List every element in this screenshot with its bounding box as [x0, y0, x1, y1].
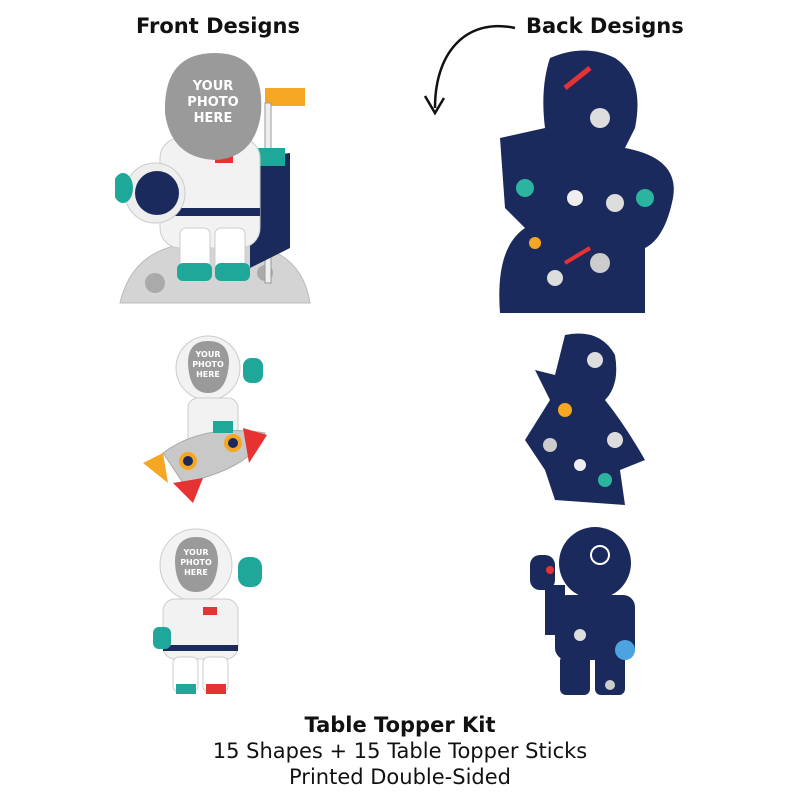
product-caption: Table Topper Kit 15 Shapes + 15 Table To…: [0, 712, 800, 790]
back-pattern-design-large: [499, 50, 674, 313]
back-pattern-design-waving: [530, 527, 635, 695]
photo-placeholder-text: HERE: [194, 111, 233, 126]
back-designs-heading: Back Designs: [526, 14, 684, 38]
curved-arrow-icon: [423, 24, 516, 116]
photo-placeholder-text: YOUR: [183, 548, 209, 557]
photo-placeholder-text: PHOTO: [187, 95, 238, 110]
caption-title: Table Topper Kit: [304, 713, 496, 737]
front-astronaut-flag-design: YOUR PHOTO HERE: [115, 53, 311, 304]
photo-placeholder-text: PHOTO: [180, 558, 212, 567]
caption-line-contents: 15 Shapes + 15 Table Topper Sticks: [212, 739, 588, 763]
photo-placeholder-text: PHOTO: [192, 360, 224, 369]
front-astronaut-waving-design: YOUR PHOTO HERE: [153, 528, 262, 694]
back-pattern-design-rocket: [525, 333, 645, 505]
photo-placeholder-text: HERE: [184, 568, 208, 577]
photo-placeholder-text: HERE: [196, 370, 220, 379]
caption-line-printing: Printed Double-Sided: [289, 765, 511, 789]
front-astronaut-rocket-design: YOUR PHOTO HERE: [143, 335, 267, 503]
photo-placeholder-text: YOUR: [192, 79, 234, 94]
photo-placeholder-text: YOUR: [195, 350, 221, 359]
front-designs-heading: Front Designs: [136, 14, 300, 38]
